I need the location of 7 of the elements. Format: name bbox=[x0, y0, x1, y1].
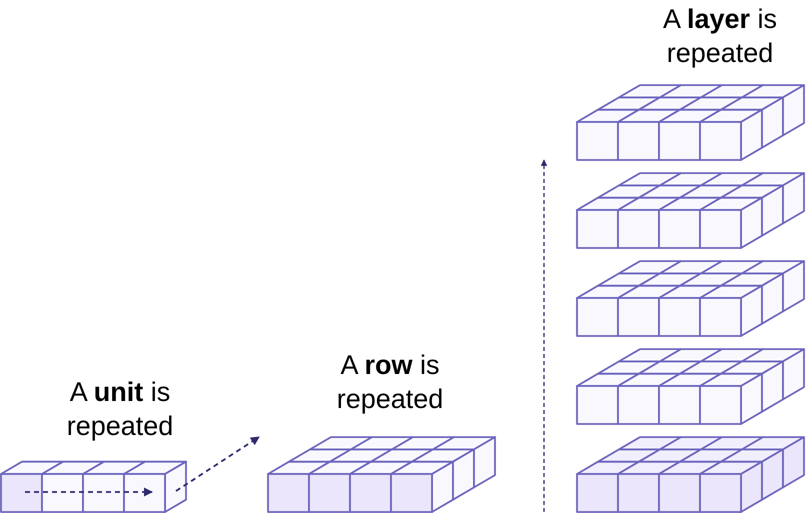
cube-stack-drawing bbox=[576, 83, 806, 513]
caption-text: A row is repeated bbox=[336, 349, 444, 416]
cube-row-drawing bbox=[0, 458, 190, 513]
cube-layer-drawing bbox=[267, 435, 499, 513]
caption-text: A unit is repeated bbox=[66, 376, 174, 443]
caption-text: A layer is repeated bbox=[662, 3, 778, 70]
dashed-arrow bbox=[176, 436, 260, 492]
